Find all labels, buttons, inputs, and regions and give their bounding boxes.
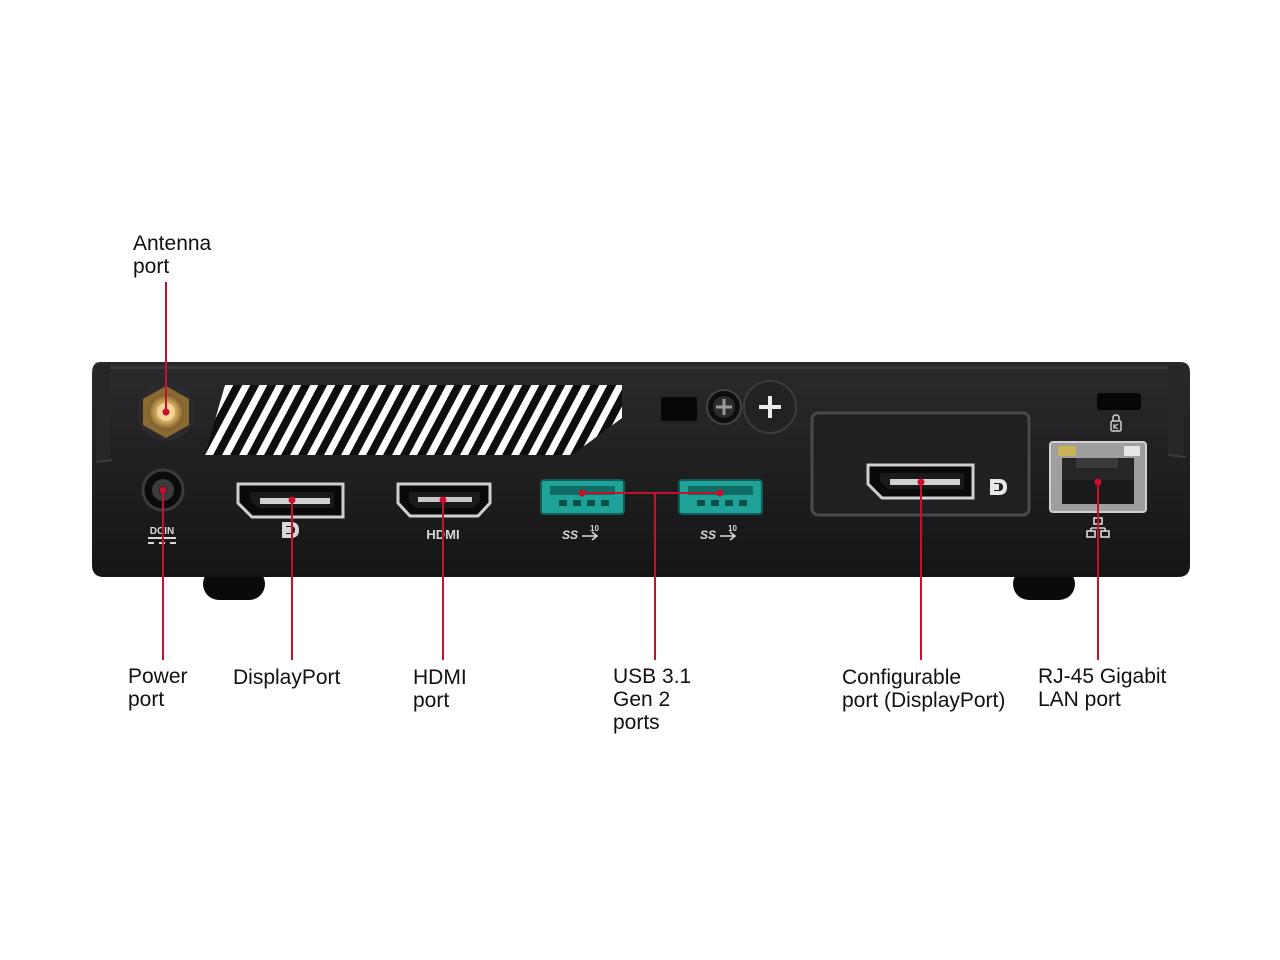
label-hdmi-line-1: HDMI bbox=[413, 666, 467, 689]
label-usb-line-3: ports bbox=[613, 711, 660, 734]
label-usb-ports: USB 3.1 Gen 2 ports bbox=[613, 665, 691, 734]
label-lan-port: RJ-45 Gigabit LAN port bbox=[1038, 665, 1166, 711]
leader-lines bbox=[162, 282, 1099, 660]
configurable-displayport-logo-icon bbox=[990, 479, 1007, 495]
label-hdmi-line-2: port bbox=[413, 689, 450, 712]
label-power-port: Power port bbox=[128, 665, 188, 711]
label-lan-line-2: LAN port bbox=[1038, 688, 1121, 711]
label-configurable-line-2: port (DisplayPort) bbox=[842, 689, 1006, 712]
usb-right-ss-marking: SS bbox=[700, 528, 716, 542]
ventilation-grille bbox=[205, 385, 622, 455]
label-antenna-line-2: port bbox=[133, 255, 170, 278]
chassis-left-rail bbox=[96, 365, 110, 460]
kensington-lock-icon bbox=[1110, 414, 1122, 432]
chassis-right-rail bbox=[1168, 365, 1184, 455]
label-lan-line-1: RJ-45 Gigabit bbox=[1038, 665, 1167, 688]
usb-port-right bbox=[678, 479, 763, 515]
label-antenna-port: Antenna port bbox=[133, 232, 211, 278]
usb-left-ss-marking: SS bbox=[562, 528, 578, 542]
thumbscrew-icon bbox=[743, 380, 797, 434]
label-usb-line-2: Gen 2 bbox=[613, 688, 671, 711]
small-slot-icon bbox=[661, 397, 697, 421]
usb-superspeed-icon: SS 10 SS 10 bbox=[562, 524, 737, 542]
label-displayport: DisplayPort bbox=[233, 666, 340, 689]
label-power-line-2: port bbox=[128, 688, 165, 711]
usb-right-10-marking: 10 bbox=[728, 524, 737, 533]
usb-port-left bbox=[540, 479, 625, 515]
label-usb-line-1: USB 3.1 bbox=[613, 665, 692, 688]
label-antenna-line-1: Antenna bbox=[133, 232, 212, 255]
label-hdmi-port: HDMI port bbox=[413, 666, 467, 712]
label-configurable-port: Configurable port (DisplayPort) bbox=[842, 666, 1005, 712]
usb-left-10-marking: 10 bbox=[590, 524, 599, 533]
leader-dots bbox=[159, 408, 1102, 504]
displayport-logo-icon bbox=[282, 522, 299, 538]
label-displayport-line-1: DisplayPort bbox=[233, 666, 341, 689]
label-power-line-1: Power bbox=[128, 665, 188, 688]
kensington-lock-slot bbox=[1097, 393, 1141, 410]
label-configurable-line-1: Configurable bbox=[842, 666, 962, 689]
screw-icon bbox=[706, 389, 742, 425]
